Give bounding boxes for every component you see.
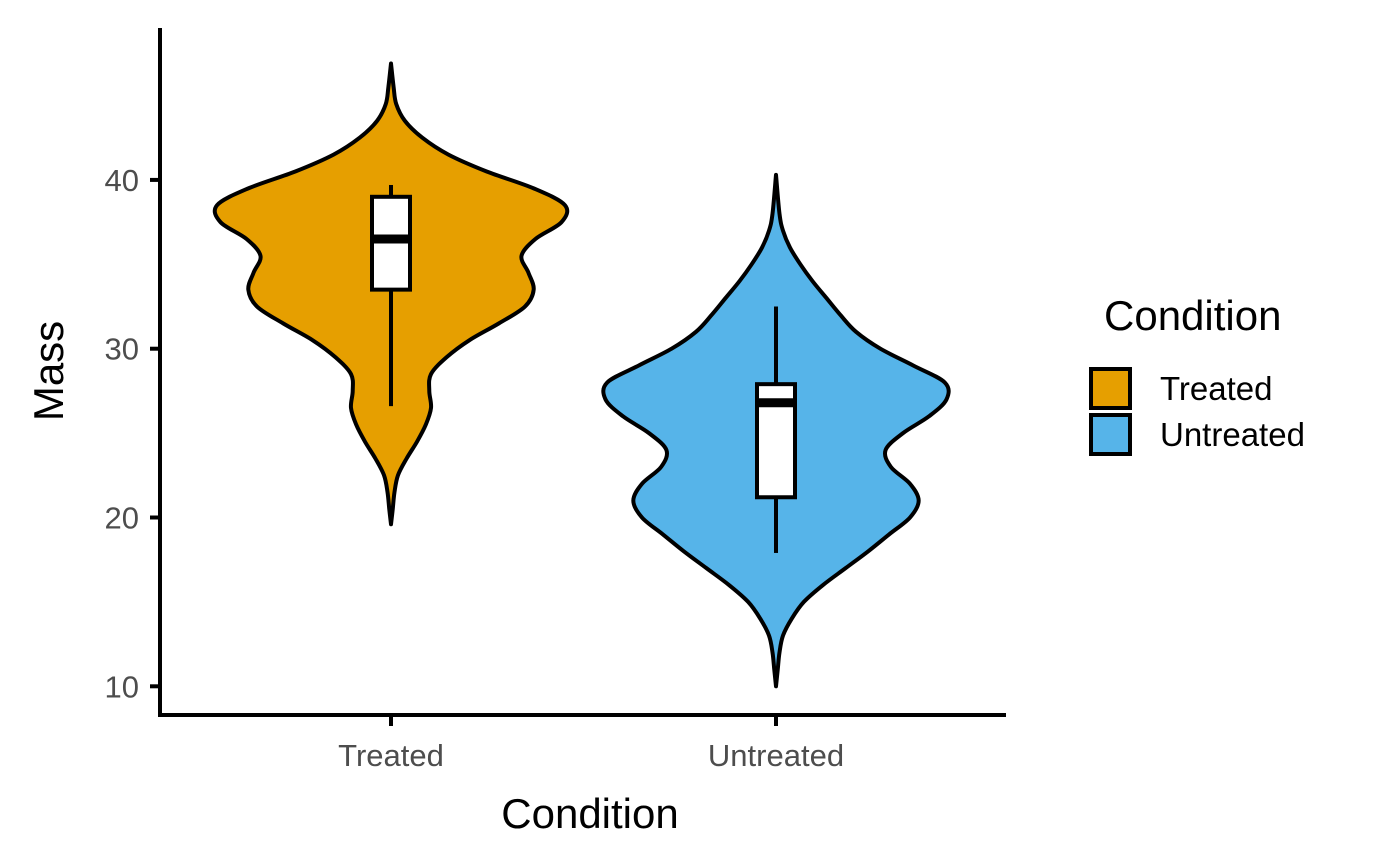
y-tick-label-30: 30 [105, 332, 139, 367]
axes-layer [158, 28, 1006, 717]
y-tick-label-20: 20 [105, 501, 139, 536]
boxplots-layer [370, 184, 797, 553]
legend-title: Condition [1104, 292, 1281, 339]
legend-label-treated: Treated [1160, 370, 1273, 407]
y-ticks-layer: 10 20 30 40 [105, 163, 160, 704]
y-axis-title: Mass [25, 321, 72, 421]
y-tick-label-40: 40 [105, 163, 139, 198]
legend-swatch-untreated [1089, 413, 1132, 456]
legend-swatch-treated [1089, 367, 1132, 410]
violins-layer [212, 61, 951, 689]
x-tick-label-untreated: Untreated [708, 738, 844, 773]
x-axis-title: Condition [501, 790, 678, 837]
x-tick-label-treated: Treated [338, 738, 444, 773]
x-ticks-layer: Treated Untreated [338, 715, 844, 773]
legend-label-untreated: Untreated [1160, 416, 1305, 453]
y-tick-label-10: 10 [105, 669, 139, 704]
